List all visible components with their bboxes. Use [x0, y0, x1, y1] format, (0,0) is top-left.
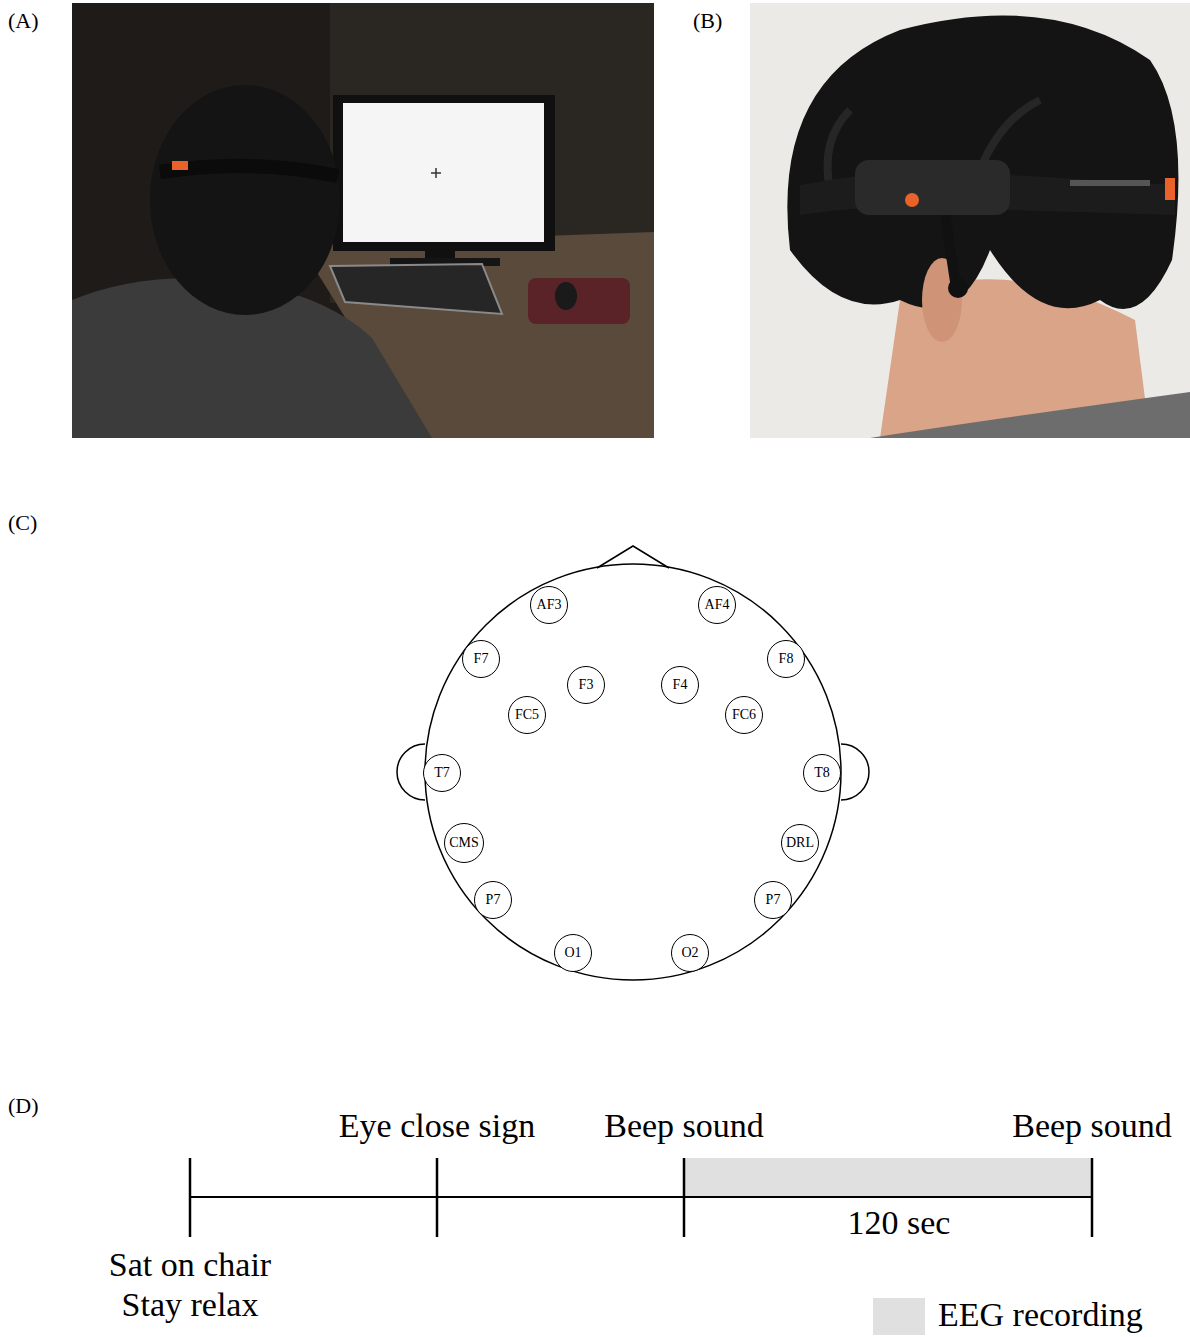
electrode-site: FC6	[725, 696, 763, 734]
electrode-label: O1	[564, 946, 581, 960]
right-ear	[841, 744, 869, 800]
headset-end	[1165, 178, 1175, 200]
electrode-site: F8	[767, 640, 805, 678]
event-label: Beep sound	[1012, 1106, 1172, 1145]
panel-letter: (A)	[8, 8, 39, 33]
panel-letter: (C)	[8, 510, 37, 535]
timeline-tick	[189, 1158, 192, 1237]
electrode-pad	[948, 278, 968, 298]
timeline-tick	[1091, 1158, 1094, 1237]
electrode-label: F8	[779, 652, 794, 666]
head	[150, 85, 340, 315]
left-ear	[397, 744, 425, 800]
electrode-site: F7	[462, 640, 500, 678]
mouse	[555, 282, 577, 310]
electrode-label: T7	[434, 766, 450, 780]
electrode-label: F4	[673, 678, 688, 692]
electrode-site: O1	[554, 934, 592, 972]
electrode-label: P7	[486, 893, 501, 907]
headset-logo	[905, 193, 919, 207]
event-label: Eye close sign	[339, 1106, 535, 1145]
timeline-axis	[190, 1196, 1092, 1198]
electrode-label: F3	[579, 678, 594, 692]
keyboard	[330, 264, 502, 314]
electrode-arm	[945, 212, 956, 288]
electrode-site: FC5	[508, 696, 546, 734]
electrode-label: AF3	[537, 598, 562, 612]
event-label: Sat on chair Stay relax	[95, 1245, 285, 1325]
nose	[597, 546, 669, 568]
panel-letter: (B)	[693, 8, 722, 33]
mouse-pad	[528, 278, 630, 324]
photo-a	[72, 3, 654, 438]
electrode-site: P7	[754, 881, 792, 919]
monitor-bezel	[333, 95, 555, 251]
electrode-site: F4	[661, 666, 699, 704]
monitor-screen	[343, 103, 544, 242]
electrode-label: AF4	[705, 598, 730, 612]
electrode-label: FC5	[515, 708, 539, 722]
electrode-site: F3	[567, 666, 605, 704]
timeline-tick	[683, 1158, 686, 1237]
electrode-label: F7	[474, 652, 489, 666]
fixation-cross	[435, 168, 437, 178]
electrode-site: AF3	[530, 586, 568, 624]
electrode-site: T8	[803, 754, 841, 792]
duration-label: 120 sec	[848, 1203, 951, 1242]
timeline-tick	[436, 1158, 439, 1237]
electrode-site: CMS	[444, 823, 484, 863]
electrode-site: O2	[671, 934, 709, 972]
hair	[787, 15, 1178, 309]
electrode-site: AF4	[698, 586, 736, 624]
headset-slot	[1070, 180, 1150, 186]
legend-swatch	[873, 1298, 925, 1335]
electrode-label: CMS	[449, 836, 479, 850]
electrode-label: O2	[681, 946, 698, 960]
electrode-arm	[980, 100, 1040, 170]
legend-label: EEG recording	[938, 1295, 1143, 1334]
electrode-label: FC6	[732, 708, 756, 722]
headset-pod	[855, 160, 1010, 215]
room-background	[72, 3, 654, 438]
head-outline	[425, 564, 841, 980]
electrode-site: DRL	[781, 824, 819, 862]
photo-b	[750, 3, 1190, 438]
event-label: Beep sound	[604, 1106, 764, 1145]
recording-band	[684, 1158, 1092, 1196]
wall-background	[750, 3, 1190, 438]
headset-marker	[172, 161, 188, 170]
electrode-label: P7	[766, 893, 781, 907]
electrode-site: T7	[423, 754, 461, 792]
electrode-label: DRL	[786, 836, 814, 850]
electrode-site: P7	[474, 881, 512, 919]
sweater	[870, 392, 1190, 438]
panel-letter: (D)	[8, 1093, 39, 1118]
electrode-label: T8	[814, 766, 830, 780]
